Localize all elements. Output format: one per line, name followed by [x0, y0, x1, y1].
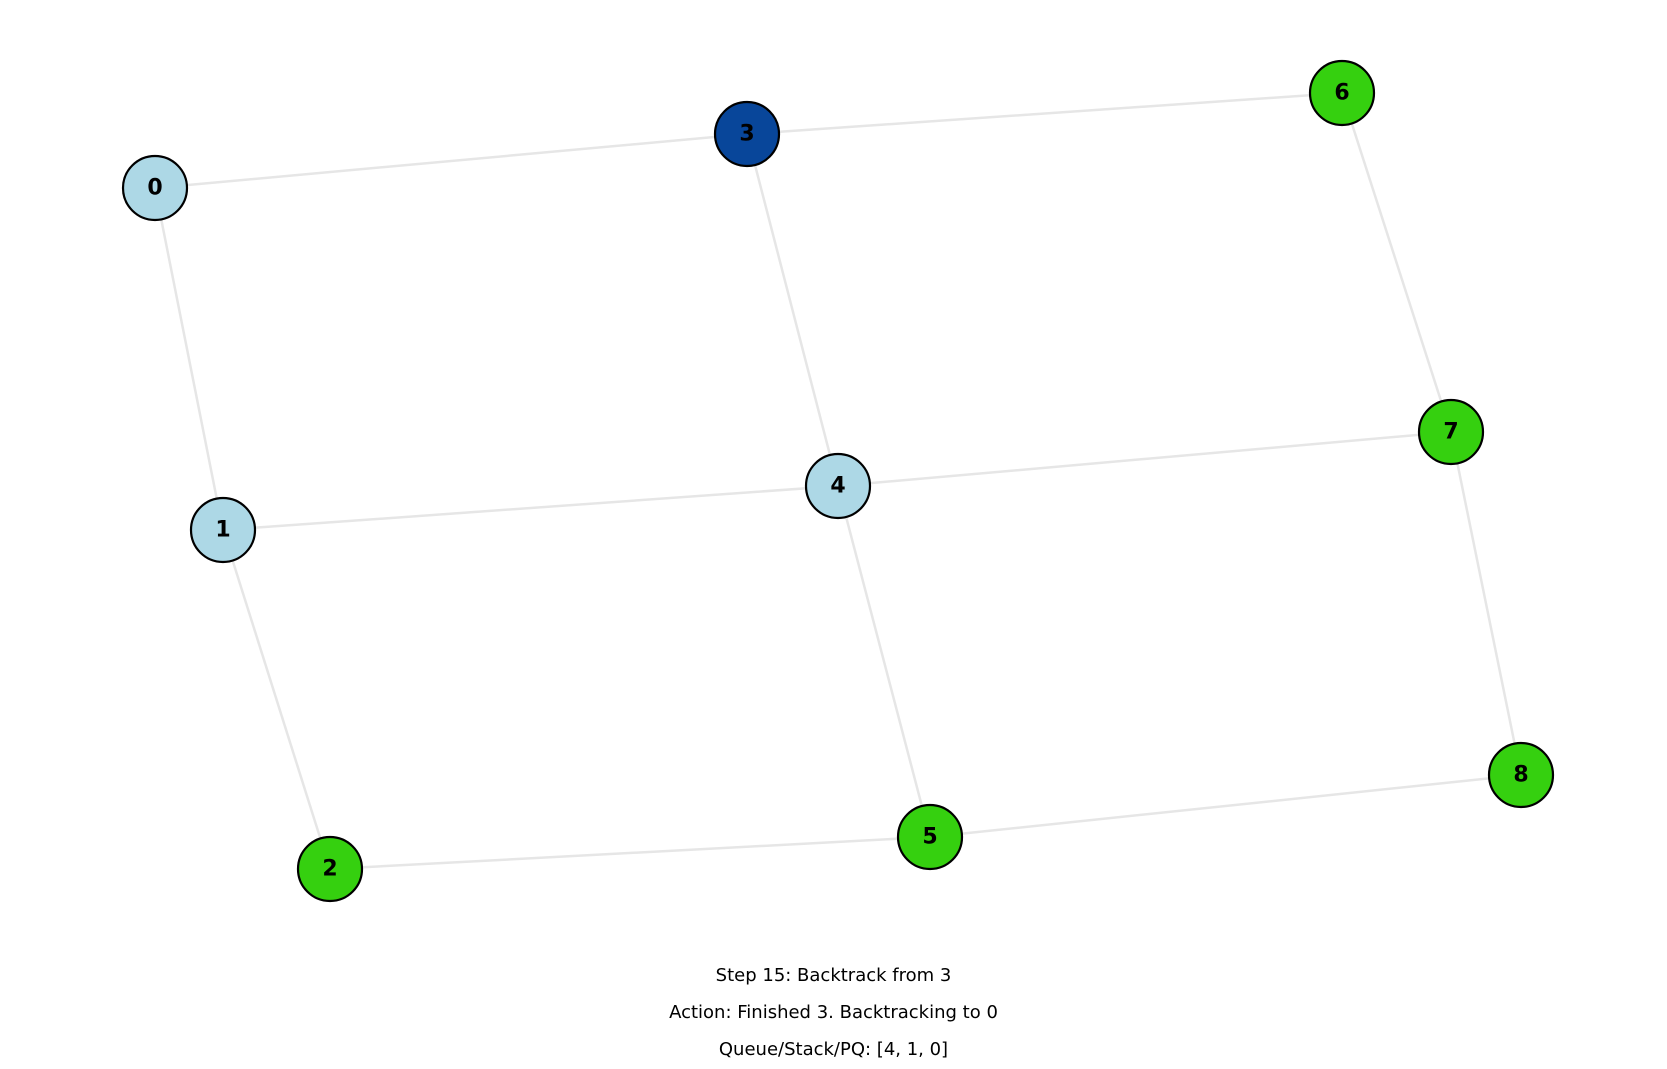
step-caption: Step 15: Backtrack from 3	[715, 965, 952, 986]
edge-4-5	[836, 485, 932, 838]
edge-3-6	[746, 91, 1343, 136]
edge-6-7	[1340, 92, 1453, 433]
node-4-circle	[804, 452, 872, 520]
node-7: 7	[1417, 398, 1485, 466]
node-0: 0	[121, 154, 189, 222]
edge-4-7	[837, 430, 1452, 488]
edge-5-8	[929, 773, 1522, 839]
node-5-circle	[896, 803, 964, 871]
node-2-circle	[296, 835, 364, 903]
node-2: 2	[296, 835, 364, 903]
node-1: 1	[189, 496, 257, 564]
node-4: 4	[804, 452, 872, 520]
action-caption: Action: Finished 3. Backtracking to 0	[669, 1002, 998, 1023]
node-7-circle	[1417, 398, 1485, 466]
node-8-label: 8	[1513, 763, 1528, 788]
node-8-circle	[1487, 741, 1555, 809]
edge-0-3	[154, 132, 748, 190]
node-3-circle	[713, 100, 781, 168]
node-0-label: 0	[147, 176, 162, 201]
node-5-label: 5	[922, 825, 937, 850]
node-0-circle	[121, 154, 189, 222]
edge-2-5	[329, 835, 931, 871]
edge-layer	[153, 91, 1523, 871]
edge-3-4	[745, 133, 840, 487]
node-8: 8	[1487, 741, 1555, 809]
edge-7-8	[1449, 431, 1523, 776]
edge-1-4	[222, 484, 839, 532]
queue-caption: Queue/Stack/PQ: [4, 1, 0]	[718, 1039, 949, 1060]
node-1-circle	[189, 496, 257, 564]
node-2-label: 2	[322, 857, 337, 882]
node-6-label: 6	[1334, 81, 1349, 106]
node-3-label: 3	[739, 122, 754, 147]
node-3: 3	[713, 100, 781, 168]
node-layer: 0 1 2 3 4 5 6 7 8	[121, 59, 1555, 903]
node-4-label: 4	[830, 474, 845, 499]
edge-0-1	[153, 187, 225, 531]
node-7-label: 7	[1443, 420, 1458, 445]
node-1-label: 1	[215, 518, 230, 543]
node-6-circle	[1308, 59, 1376, 127]
node-6: 6	[1308, 59, 1376, 127]
edge-1-2	[221, 529, 332, 870]
node-5: 5	[896, 803, 964, 871]
